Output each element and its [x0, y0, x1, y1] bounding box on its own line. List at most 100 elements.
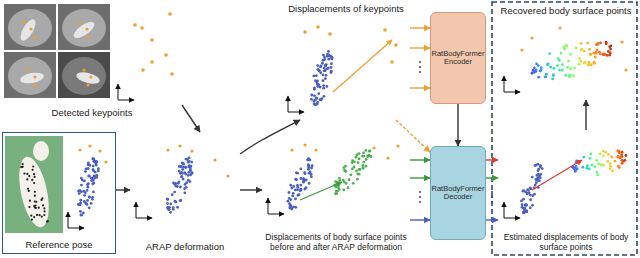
keypoint — [164, 53, 168, 57]
surface-point — [177, 182, 180, 185]
axis-icon — [268, 198, 269, 214]
arena — [62, 57, 106, 95]
surface-point — [607, 153, 610, 156]
surface-point — [190, 161, 193, 164]
surface-point — [609, 48, 612, 51]
token-arrow — [410, 47, 430, 48]
surface-point — [603, 53, 606, 56]
surface-point — [529, 198, 532, 201]
surface-point — [337, 186, 340, 189]
surface-point — [598, 51, 601, 54]
surface-point — [92, 182, 95, 185]
axis-icon — [504, 218, 520, 219]
marker-dot — [41, 216, 43, 218]
surface-point — [82, 212, 85, 215]
marker-dot — [28, 190, 30, 192]
panel-caption: Detected keypoints — [52, 108, 133, 118]
surface-point — [362, 155, 365, 158]
surface-point — [357, 161, 360, 164]
marker-dot — [41, 197, 43, 199]
surface-point — [348, 178, 351, 181]
marker-dot — [32, 165, 34, 167]
keypoint — [33, 75, 36, 78]
surface-point — [318, 69, 321, 72]
surface-point — [525, 204, 528, 207]
figure-panel: Displacements of keypoints — [282, 2, 410, 120]
surface-point — [362, 167, 365, 170]
surface-point — [358, 168, 361, 171]
surface-point — [166, 198, 169, 201]
surface-point — [92, 160, 95, 163]
surface-point — [185, 186, 188, 189]
surface-point — [539, 164, 542, 167]
surface-point — [362, 151, 365, 154]
marker-dot — [23, 172, 25, 174]
surface-point — [80, 184, 83, 187]
marker-dot — [33, 182, 35, 184]
surface-point — [602, 150, 605, 153]
surface-point — [310, 173, 313, 176]
surface-point — [87, 174, 90, 177]
reference-photo — [5, 136, 63, 233]
surface-point — [533, 66, 536, 69]
surface-point — [358, 173, 361, 176]
keypoint — [86, 83, 89, 86]
surface-point — [311, 164, 314, 167]
surface-point — [292, 192, 295, 195]
axis-icon — [268, 214, 284, 215]
surface-point — [299, 189, 302, 192]
surface-point — [544, 76, 547, 79]
surface-point — [93, 175, 96, 178]
keypoint — [150, 38, 154, 42]
surface-point — [317, 92, 320, 95]
ellipsis-dot — [419, 191, 421, 193]
ellipsis-dot — [491, 196, 493, 198]
keypoint — [530, 36, 533, 39]
surface-point — [355, 169, 358, 172]
surface-point — [176, 185, 179, 188]
surface-point — [316, 81, 319, 84]
flow-arrow — [182, 105, 200, 132]
surface-point — [300, 177, 303, 180]
surface-point — [296, 188, 299, 191]
surface-point — [618, 166, 621, 169]
surface-point — [534, 164, 537, 167]
surface-point — [316, 64, 319, 67]
marker-dot — [28, 206, 30, 208]
surface-point — [81, 179, 84, 182]
surface-point — [295, 178, 298, 181]
surface-point — [189, 169, 192, 172]
rat-silhouette — [75, 70, 101, 86]
flow-arrow — [486, 159, 498, 160]
surface-point — [327, 67, 330, 70]
keypoint — [78, 148, 81, 151]
surface-point — [365, 165, 368, 168]
scatter-plots — [4, 4, 628, 228]
surface-point — [549, 66, 552, 69]
marker-dot — [34, 200, 36, 202]
surface-point — [546, 63, 549, 66]
surface-point — [367, 154, 370, 157]
surface-point — [294, 206, 297, 209]
token-arrow — [486, 219, 498, 220]
surface-point — [609, 162, 612, 165]
surface-point — [576, 167, 579, 170]
displacement-arrow — [532, 160, 582, 190]
axis-icon — [136, 218, 152, 219]
token-arrow — [410, 177, 430, 178]
marker-dot — [27, 188, 29, 190]
surface-point — [92, 191, 95, 194]
surface-point — [362, 161, 365, 164]
axis-icon — [504, 76, 505, 92]
surface-point — [342, 179, 345, 182]
arena — [62, 9, 106, 47]
surface-point — [84, 201, 87, 204]
surface-point — [588, 157, 591, 160]
surface-point — [566, 45, 569, 48]
surface-point — [172, 208, 175, 211]
keypoint — [133, 23, 137, 27]
surface-point — [97, 167, 100, 170]
surface-point — [581, 166, 584, 169]
surface-point — [365, 158, 368, 161]
